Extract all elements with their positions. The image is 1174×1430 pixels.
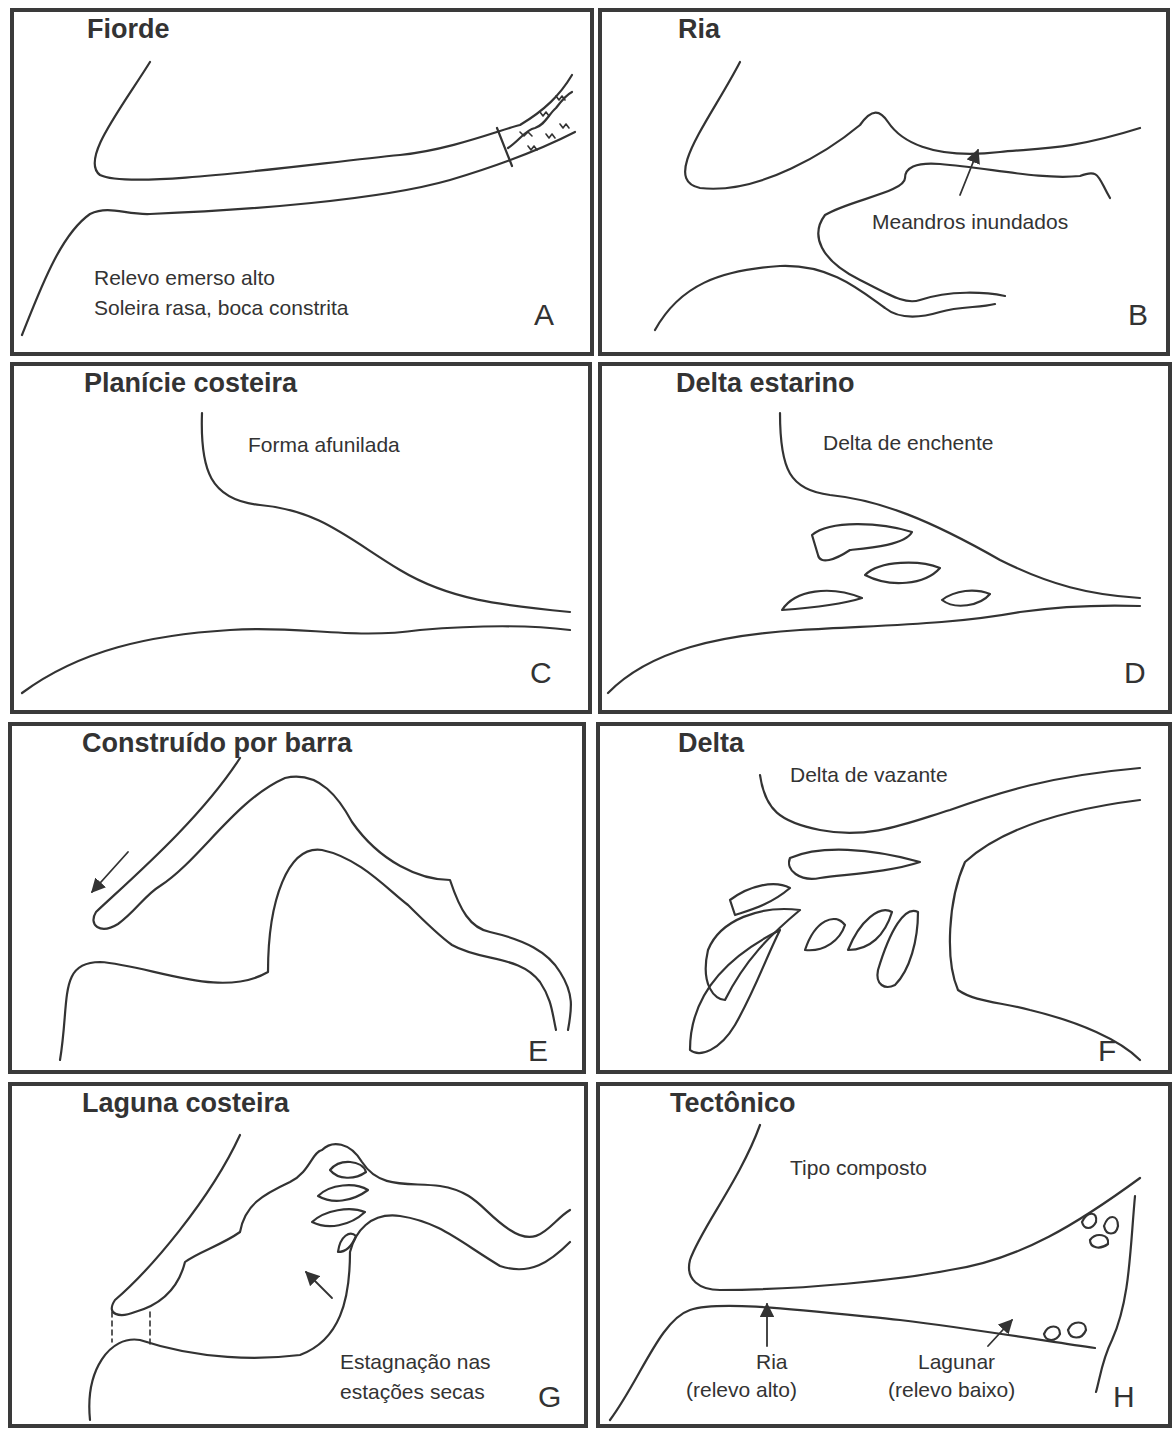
estuary-panel: Laguna costeiraEstagnação nas estações se… bbox=[8, 1082, 588, 1428]
annotation: Relevo emerso alto bbox=[94, 266, 275, 290]
tectonic-drawing bbox=[610, 1125, 1140, 1420]
estuary-panel: RiaMeandros inundadosB bbox=[598, 8, 1170, 356]
panel-title: Planície costeira bbox=[84, 368, 297, 399]
fjord-drawing bbox=[22, 62, 575, 335]
coastal-lagoon-drawing bbox=[89, 1135, 570, 1420]
bar-built-drawing bbox=[60, 758, 571, 1060]
annotation: Delta de enchente bbox=[823, 431, 993, 455]
panel-title: Construído por barra bbox=[82, 728, 352, 759]
ria-drawing bbox=[655, 62, 1140, 330]
panel-letter: D bbox=[1124, 656, 1146, 691]
ebb-delta-drawing bbox=[690, 768, 1140, 1060]
annotation: Soleira rasa, boca constrita bbox=[94, 296, 348, 320]
coastal-plain-drawing bbox=[22, 413, 570, 693]
panel-title: Laguna costeira bbox=[82, 1088, 289, 1119]
annotation: (relevo alto) bbox=[686, 1378, 797, 1402]
annotation: Lagunar bbox=[918, 1350, 995, 1374]
estuary-panel: Delta estarinoDelta de enchenteD bbox=[598, 362, 1172, 714]
panel-letter: B bbox=[1128, 298, 1148, 333]
flood-delta-drawing bbox=[608, 413, 1140, 693]
annotation: (relevo baixo) bbox=[888, 1378, 1015, 1402]
panel-title: Delta bbox=[678, 728, 744, 759]
estuary-panel: Construído por barraE bbox=[8, 722, 586, 1074]
panel-letter: A bbox=[534, 298, 554, 333]
annotation: Tipo composto bbox=[790, 1156, 927, 1180]
annotation: Delta de vazante bbox=[790, 763, 948, 787]
panel-title: Delta estarino bbox=[676, 368, 855, 399]
annotation: estações secas bbox=[340, 1380, 485, 1404]
estuary-panel: Planície costeiraForma afuniladaC bbox=[10, 362, 592, 714]
annotation: Meandros inundados bbox=[872, 210, 1068, 234]
estuary-panel: TectônicoTipo compostoRia (relevo alto) La… bbox=[596, 1082, 1172, 1428]
panel-letter: E bbox=[528, 1034, 548, 1069]
annotation: Estagnação nas bbox=[340, 1350, 491, 1374]
panel-title: Fiorde bbox=[87, 14, 170, 45]
panel-letter: C bbox=[530, 656, 552, 691]
annotation: Forma afunilada bbox=[248, 433, 400, 457]
panel-title: Ria bbox=[678, 14, 720, 45]
panel-letter: H bbox=[1113, 1380, 1135, 1415]
panel-letter: F bbox=[1098, 1034, 1116, 1069]
panel-title: Tectônico bbox=[670, 1088, 796, 1119]
estuary-panel: FiordeRelevo emerso altoSoleira rasa, bo… bbox=[10, 8, 594, 356]
estuary-panel: DeltaDelta de vazanteF bbox=[596, 722, 1172, 1074]
annotation: Ria bbox=[756, 1350, 788, 1374]
panel-letter: G bbox=[538, 1380, 561, 1415]
